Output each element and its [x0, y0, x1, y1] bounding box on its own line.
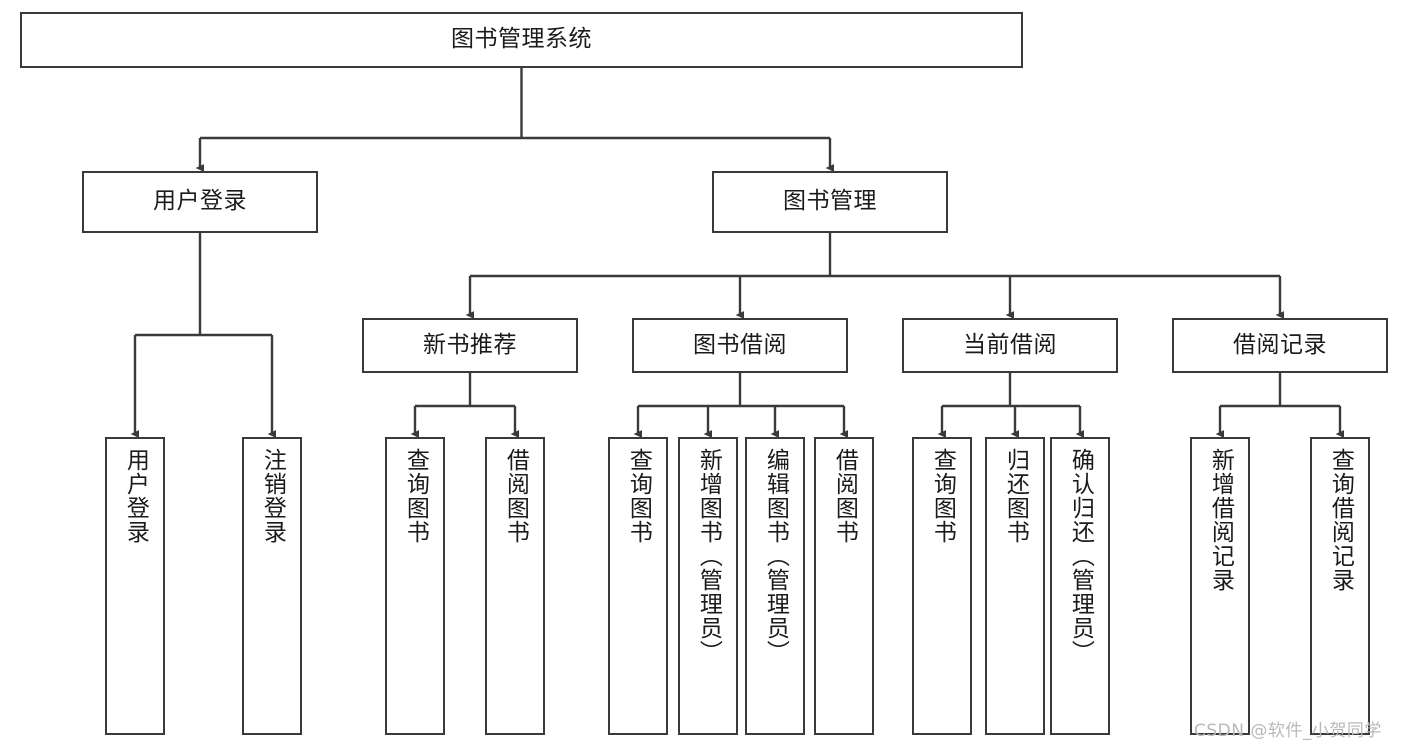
node-new-book-rec[interactable]: 新书推荐	[362, 318, 578, 373]
node-user-login[interactable]: 用户登录	[82, 171, 318, 233]
leaf-logout-login[interactable]: 注销登录	[242, 437, 302, 735]
node-book-manage-label: 图书管理	[783, 188, 877, 215]
node-user-login-label: 用户登录	[153, 188, 247, 215]
leaf-confirm-return[interactable]: 确认归还（管理员）	[1050, 437, 1110, 735]
leaf-logout-login-label: 注销登录	[259, 448, 286, 544]
leaf-add-book[interactable]: 新增图书（管理员）	[678, 437, 738, 735]
leaf-borrow-book-2-label: 借阅图书	[831, 448, 858, 544]
leaf-user-login[interactable]: 用户登录	[105, 437, 165, 735]
leaf-borrow-book-1-label: 借阅图书	[502, 448, 529, 544]
leaf-add-record[interactable]: 新增借阅记录	[1190, 437, 1250, 735]
leaf-query-book-1[interactable]: 查询图书	[385, 437, 445, 735]
leaf-query-book-2-label: 查询图书	[625, 448, 652, 544]
leaf-query-record[interactable]: 查询借阅记录	[1310, 437, 1370, 735]
leaf-add-book-label: 新增图书（管理员）	[695, 448, 722, 664]
leaf-edit-book-label: 编辑图书（管理员）	[762, 448, 789, 664]
node-current-borrow-label: 当前借阅	[963, 331, 1057, 358]
watermark: CSDN @软件_小贺同学	[1194, 721, 1382, 741]
node-book-borrow[interactable]: 图书借阅	[632, 318, 848, 373]
node-root[interactable]: 图书管理系统	[20, 12, 1023, 68]
leaf-query-book-2[interactable]: 查询图书	[608, 437, 668, 735]
leaf-add-record-label: 新增借阅记录	[1207, 448, 1234, 592]
leaf-edit-book[interactable]: 编辑图书（管理员）	[745, 437, 805, 735]
leaf-query-record-label: 查询借阅记录	[1327, 448, 1354, 592]
leaf-return-book[interactable]: 归还图书	[985, 437, 1045, 735]
node-root-label: 图书管理系统	[451, 26, 592, 53]
leaf-query-book-3[interactable]: 查询图书	[912, 437, 972, 735]
node-borrow-record[interactable]: 借阅记录	[1172, 318, 1388, 373]
node-borrow-record-label: 借阅记录	[1233, 331, 1327, 358]
node-new-book-rec-label: 新书推荐	[423, 331, 517, 358]
leaf-query-book-1-label: 查询图书	[402, 448, 429, 544]
leaf-confirm-return-label: 确认归还（管理员）	[1067, 448, 1094, 664]
node-book-manage[interactable]: 图书管理	[712, 171, 948, 233]
leaf-query-book-3-label: 查询图书	[929, 448, 956, 544]
leaf-return-book-label: 归还图书	[1002, 448, 1029, 544]
leaf-user-login-label: 用户登录	[122, 448, 149, 544]
leaf-borrow-book-2[interactable]: 借阅图书	[814, 437, 874, 735]
node-current-borrow[interactable]: 当前借阅	[902, 318, 1118, 373]
node-book-borrow-label: 图书借阅	[693, 331, 787, 358]
leaf-borrow-book-1[interactable]: 借阅图书	[485, 437, 545, 735]
